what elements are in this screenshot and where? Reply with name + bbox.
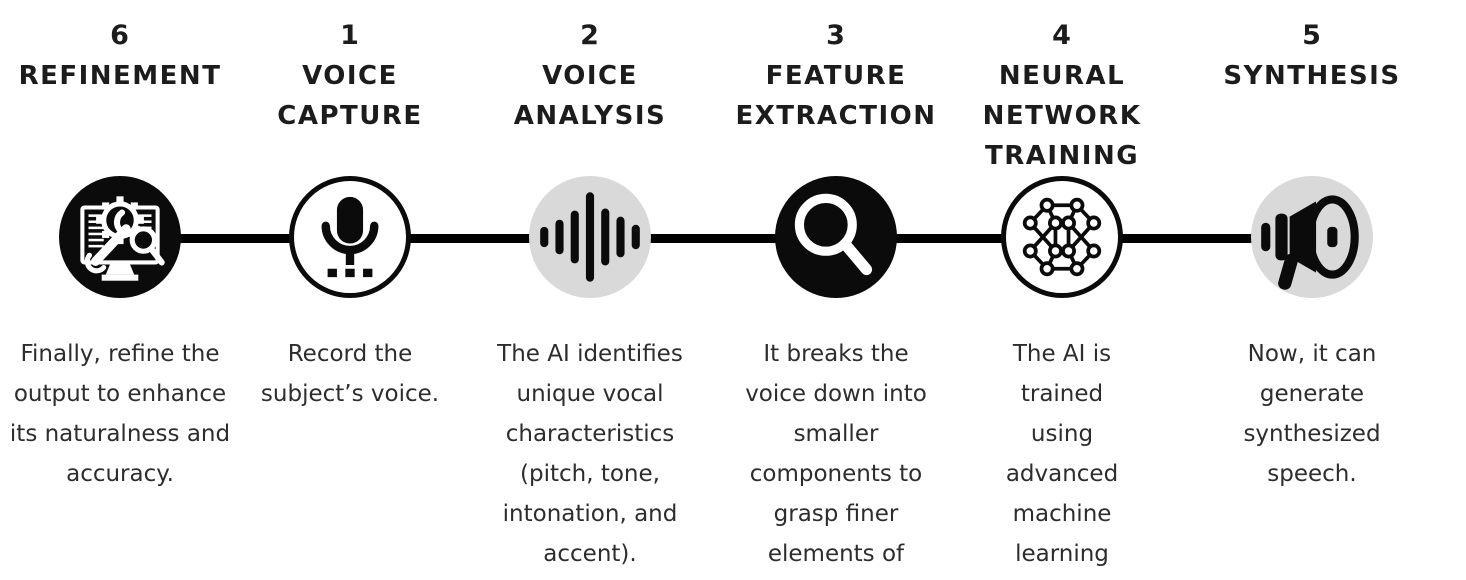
- step-title: VOICE ANALYSIS: [513, 61, 667, 131]
- step-number: 2: [580, 20, 600, 51]
- step-title: VOICE CAPTURE: [277, 61, 423, 131]
- step-icon-circle: [1251, 176, 1373, 298]
- step-icon-circle: [289, 176, 411, 298]
- step-number: 6: [110, 20, 130, 51]
- step-neural-network-training: 4 NEURAL NETWORK TRAINING: [942, 0, 1182, 580]
- step-description: It breaks the voice down into smaller co…: [745, 341, 927, 567]
- step-title: NEURAL NETWORK TRAINING: [982, 61, 1142, 171]
- neural-network-icon: [1001, 176, 1123, 298]
- step-title: FEATURE EXTRACTION: [735, 61, 937, 131]
- megaphone-icon: [1251, 176, 1373, 298]
- step-icon-circle: [59, 176, 181, 298]
- step-feature-extraction: 3 FEATURE EXTRACTION It breaks the voice…: [716, 0, 956, 580]
- step-title: REFINEMENT: [18, 61, 222, 91]
- step-number: 1: [340, 20, 360, 51]
- waveform-icon: [529, 176, 651, 298]
- step-icon-circle: [529, 176, 651, 298]
- step-header: 6 REFINEMENT: [0, 16, 240, 96]
- step-number: 5: [1302, 20, 1322, 51]
- step-header: 4 NEURAL NETWORK TRAINING: [942, 16, 1182, 176]
- step-synthesis: 5 SYNTHESIS Now, it can generate synthes…: [1192, 0, 1432, 580]
- step-title: SYNTHESIS: [1223, 61, 1401, 91]
- step-voice-capture: 1 VOICE CAPTURE Record the subject’s voi…: [230, 0, 470, 580]
- step-description: The AI identifies unique vocal character…: [497, 341, 683, 567]
- step-number: 4: [1052, 20, 1072, 51]
- step-icon-circle: [775, 176, 897, 298]
- step-number: 3: [826, 20, 846, 51]
- timeline-connector-line: [115, 234, 1312, 243]
- magnifier-icon: [775, 176, 897, 298]
- step-header: 3 FEATURE EXTRACTION: [716, 16, 956, 136]
- step-description: The AI is trained using advanced machine…: [1005, 341, 1119, 567]
- step-description: Now, it can generate synthesized speech.: [1243, 341, 1381, 487]
- step-voice-analysis: 2 VOICE ANALYSIS The AI identifies uniqu…: [470, 0, 710, 580]
- step-description: Finally, refine the output to enhance it…: [9, 341, 231, 487]
- step-header: 2 VOICE ANALYSIS: [470, 16, 710, 136]
- step-header: 5 SYNTHESIS: [1192, 16, 1432, 96]
- step-header: 1 VOICE CAPTURE: [230, 16, 470, 136]
- microphone-icon: [289, 176, 411, 298]
- step-refinement: 6 REFINEMENT: [0, 0, 240, 580]
- step-icon-circle: [1001, 176, 1123, 298]
- step-description: Record the subject’s voice.: [260, 341, 440, 407]
- computer-tuning-icon: [59, 176, 181, 298]
